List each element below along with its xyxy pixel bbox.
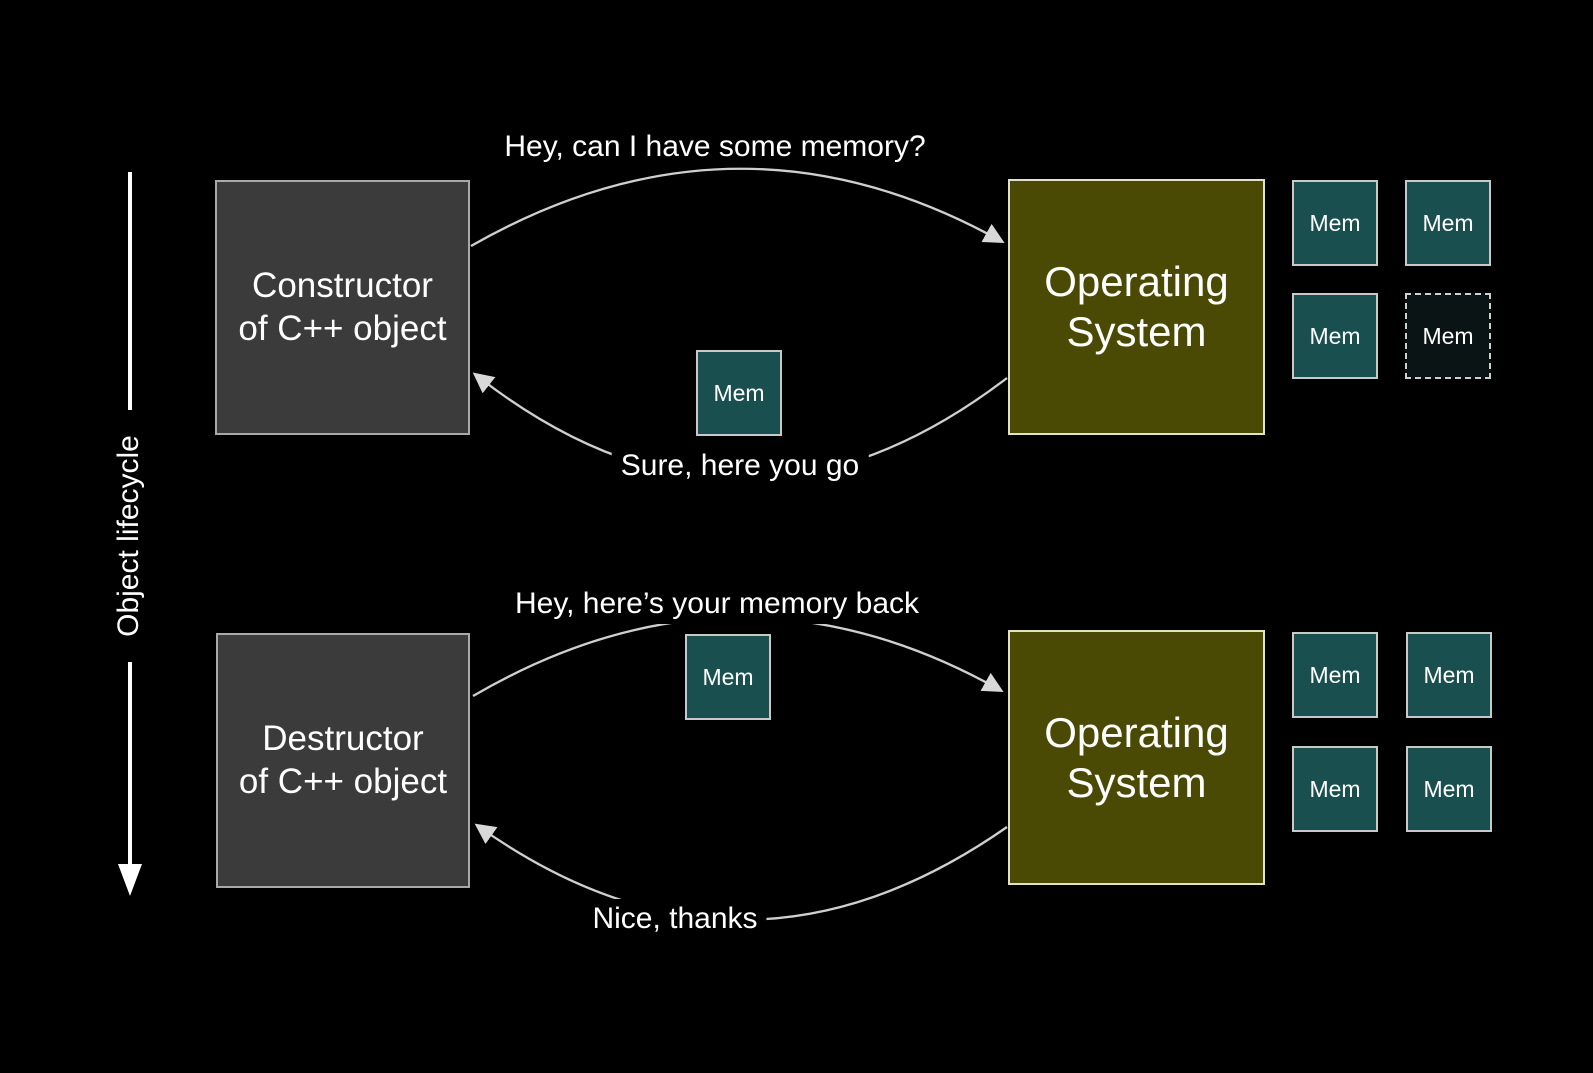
mem-block: Mem	[1292, 293, 1378, 379]
request-arrow-top	[470, 167, 1005, 247]
os-bottom-label-line1: Operating	[1044, 708, 1229, 756]
mem-block-label: Mem	[1422, 322, 1474, 349]
mem-block: Mem	[1406, 746, 1492, 832]
os-bottom-label-line2: System	[1066, 758, 1207, 806]
mem-block: Mem	[1292, 180, 1378, 266]
operating-system-box-top: Operating System	[1008, 179, 1265, 435]
request-message-bottom: Hey, here’s your memory back	[505, 584, 929, 624]
mem-block-transfer-bottom: Mem	[685, 634, 771, 720]
mem-block-transfer-top: Mem	[696, 350, 782, 436]
mem-block: Mem	[1292, 746, 1378, 832]
mem-block-allocated-dashed: Mem	[1405, 293, 1491, 379]
constructor-box: Constructor of C++ object	[215, 180, 470, 435]
mem-block: Mem	[1406, 632, 1492, 718]
mem-block-label: Mem	[1309, 775, 1361, 802]
mem-block-label: Mem	[1309, 322, 1361, 349]
constructor-box-label-line1: Constructor	[252, 265, 433, 305]
lifecycle-axis-label: Object lifecycle	[112, 427, 146, 645]
mem-block-label: Mem	[1423, 661, 1475, 688]
mem-block-label: Mem	[702, 663, 754, 690]
response-message-bottom: Nice, thanks	[583, 899, 767, 939]
constructor-box-label-line2: of C++ object	[238, 308, 447, 348]
mem-block-label: Mem	[1309, 209, 1361, 236]
os-top-label-line1: Operating	[1044, 258, 1229, 306]
mem-block-label: Mem	[713, 379, 765, 406]
mem-block-label: Mem	[1423, 775, 1475, 802]
destructor-box-label-line2: of C++ object	[238, 761, 448, 801]
mem-block-label: Mem	[1422, 209, 1474, 236]
lifecycle-arrowhead-icon	[118, 864, 142, 896]
destructor-box-label-line1: Destructor	[262, 718, 424, 758]
mem-block: Mem	[1405, 180, 1491, 266]
os-top-label-line2: System	[1066, 308, 1207, 355]
mem-block: Mem	[1292, 632, 1378, 718]
destructor-box: Destructor of C++ object	[216, 633, 470, 888]
mem-block-label: Mem	[1309, 661, 1361, 688]
request-message-top: Hey, can I have some memory?	[495, 127, 935, 167]
operating-system-box-bottom: Operating System	[1008, 630, 1265, 885]
response-message-top: Sure, here you go	[611, 446, 869, 486]
